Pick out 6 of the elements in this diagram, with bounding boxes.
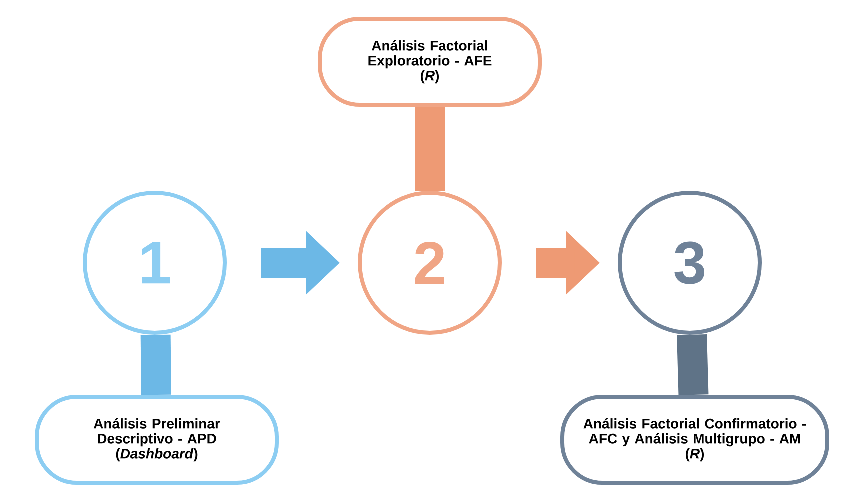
rounded-box: Análisis Factorial Exploratorio - AFE (R) [318,17,542,107]
connector [677,334,709,396]
rounded-box: Análisis Preliminar Descriptivo - APD (Dashboard) [35,395,279,485]
rounded-box: Análisis Factorial Confirmatorio - AFC y Análisis Multigrupo - AM (R) [560,395,830,485]
connector [415,107,445,191]
connector [140,334,172,396]
